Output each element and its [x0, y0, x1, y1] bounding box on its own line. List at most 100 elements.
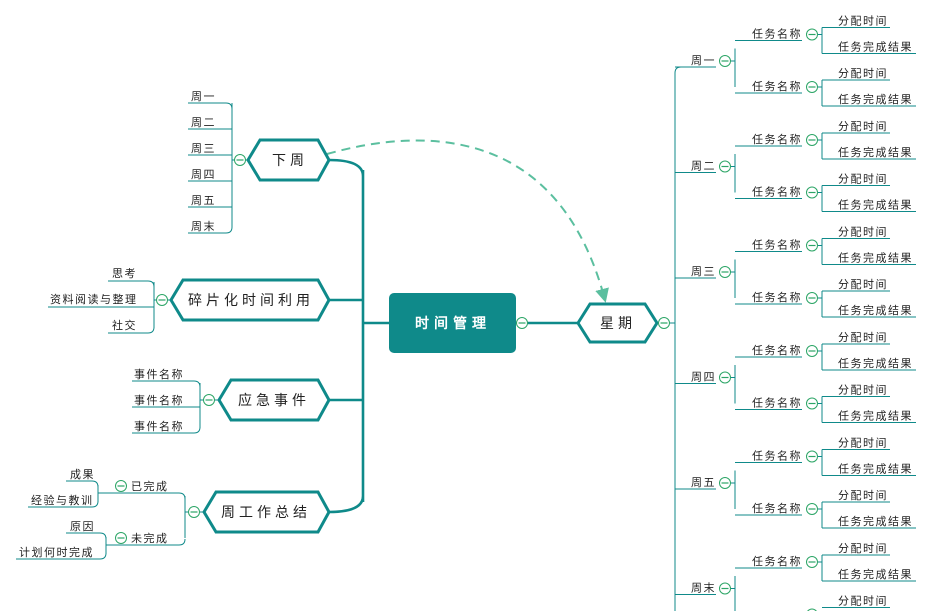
relation-arrow[interactable]	[326, 139, 609, 303]
connector-day-tasks	[731, 365, 736, 404]
detail-label[interactable]: 任务完成结果	[838, 567, 913, 581]
task-label[interactable]: 任务名称	[752, 343, 802, 357]
collapse-icon[interactable]	[719, 582, 731, 595]
day-label[interactable]: 周三	[691, 265, 716, 278]
detail-label[interactable]: 任务完成结果	[838, 356, 913, 370]
collapse-icon[interactable]	[115, 480, 127, 492]
collapse-icon[interactable]	[806, 134, 818, 146]
next-week-child[interactable]: 周一	[191, 90, 216, 103]
task-label[interactable]: 任务名称	[752, 79, 802, 93]
fragment-child[interactable]: 资料阅读与整理	[50, 292, 138, 306]
day-label[interactable]: 周二	[691, 160, 716, 173]
topic-emergency[interactable]	[217, 378, 331, 422]
detail-label[interactable]: 分配时间	[838, 489, 888, 502]
collapse-icon[interactable]	[806, 292, 818, 304]
summary-child[interactable]: 成果	[70, 468, 95, 481]
detail-label[interactable]: 分配时间	[838, 331, 888, 344]
detail-label[interactable]: 任务完成结果	[838, 409, 913, 423]
topic-weekly-summary-label: 周工作总结	[221, 505, 311, 521]
collapse-icon[interactable]	[719, 477, 731, 489]
collapse-icon[interactable]	[658, 317, 670, 329]
collapse-icon[interactable]	[719, 266, 731, 278]
collapse-icon[interactable]	[719, 371, 731, 384]
collapse-icon[interactable]	[719, 160, 731, 173]
summary-group-done[interactable]: 已完成	[131, 479, 169, 493]
detail-label[interactable]: 分配时间	[838, 278, 888, 291]
task-label[interactable]: 任务名称	[752, 449, 802, 463]
next-week-child[interactable]: 周末	[191, 219, 216, 233]
connector-task-details	[818, 344, 823, 370]
topic-weekdays[interactable]	[576, 302, 659, 344]
central-topic[interactable]	[389, 293, 516, 353]
detail-label[interactable]: 任务完成结果	[838, 462, 913, 476]
task-label[interactable]: 任务名称	[752, 238, 802, 252]
topic-weekly-summary[interactable]	[202, 490, 331, 534]
detail-label[interactable]: 任务完成结果	[838, 303, 913, 317]
collapse-icon[interactable]	[806, 81, 818, 93]
detail-label[interactable]: 分配时间	[838, 120, 888, 133]
detail-label[interactable]: 任务完成结果	[838, 251, 913, 265]
detail-label[interactable]: 分配时间	[838, 173, 888, 186]
collapse-icon[interactable]	[115, 532, 127, 544]
detail-label[interactable]: 任务完成结果	[838, 198, 913, 212]
collapse-icon[interactable]	[806, 397, 818, 410]
topic-fragmented-time-label: 碎片化时间利用	[188, 293, 314, 309]
collapse-icon[interactable]	[516, 317, 528, 329]
emergency-child[interactable]: 事件名称	[134, 367, 184, 381]
collapse-icon[interactable]	[806, 556, 818, 568]
day-label[interactable]: 周一	[691, 54, 716, 67]
detail-label[interactable]: 任务完成结果	[838, 145, 913, 159]
fragment-child[interactable]: 思考	[112, 267, 137, 280]
emergency-child[interactable]: 事件名称	[134, 393, 184, 407]
detail-label[interactable]: 任务完成结果	[838, 92, 913, 106]
connector-task-details	[818, 80, 823, 106]
detail-label[interactable]: 任务完成结果	[838, 40, 913, 54]
summary-group-undone[interactable]: 未完成	[131, 531, 169, 545]
emergency-child[interactable]: 事件名称	[134, 419, 184, 433]
summary-child[interactable]: 计划何时完成	[19, 545, 94, 559]
collapse-icon[interactable]	[806, 450, 818, 463]
detail-label[interactable]: 分配时间	[838, 542, 888, 555]
detail-label[interactable]: 分配时间	[838, 15, 888, 28]
next-week-child[interactable]: 周五	[191, 194, 216, 207]
summary-child[interactable]: 原因	[70, 520, 95, 533]
collapse-icon[interactable]	[203, 394, 215, 406]
collapse-icon[interactable]	[156, 294, 168, 306]
summary-child[interactable]: 经验与教训	[31, 493, 94, 507]
detail-label[interactable]: 任务完成结果	[838, 514, 913, 528]
collapse-icon[interactable]	[806, 239, 818, 252]
connector-day-tasks	[731, 259, 736, 298]
task-label[interactable]: 任务名称	[752, 27, 802, 41]
collapse-icon[interactable]	[806, 28, 818, 41]
detail-label[interactable]: 分配时间	[838, 437, 888, 450]
next-week-child[interactable]: 周三	[191, 142, 216, 155]
task-label[interactable]: 任务名称	[752, 185, 802, 199]
day-label[interactable]: 周末	[691, 581, 716, 595]
detail-label[interactable]: 分配时间	[838, 384, 888, 397]
topic-next-week[interactable]	[246, 138, 331, 182]
next-week-child[interactable]: 周二	[191, 116, 216, 129]
detail-label[interactable]: 分配时间	[838, 67, 888, 80]
collapse-icon[interactable]	[806, 186, 818, 199]
collapse-icon[interactable]	[234, 154, 246, 166]
day-label[interactable]: 周五	[691, 476, 716, 489]
weekly-branch: 周一任务名称分配时间任务完成结果任务名称分配时间任务完成结果周二任务名称分配时间…	[669, 15, 916, 611]
next-week-child[interactable]: 周四	[191, 168, 216, 181]
collapse-icon[interactable]	[188, 506, 200, 518]
day-label[interactable]: 周四	[691, 371, 716, 384]
connector-task-details	[818, 133, 823, 159]
task-label[interactable]: 任务名称	[752, 290, 802, 304]
detail-label[interactable]: 分配时间	[838, 595, 888, 608]
connector-task-details	[818, 502, 823, 528]
topic-fragmented-time[interactable]	[169, 278, 331, 322]
detail-label[interactable]: 分配时间	[838, 226, 888, 239]
fragment-child[interactable]: 社交	[112, 318, 137, 332]
collapse-icon[interactable]	[719, 55, 731, 67]
collapse-icon[interactable]	[806, 503, 818, 515]
task-label[interactable]: 任务名称	[752, 132, 802, 146]
collapse-icon[interactable]	[806, 345, 818, 357]
task-label[interactable]: 任务名称	[752, 554, 802, 568]
task-label[interactable]: 任务名称	[752, 501, 802, 515]
topic-next-week-label: 下周	[272, 153, 308, 169]
task-label[interactable]: 任务名称	[752, 396, 802, 410]
